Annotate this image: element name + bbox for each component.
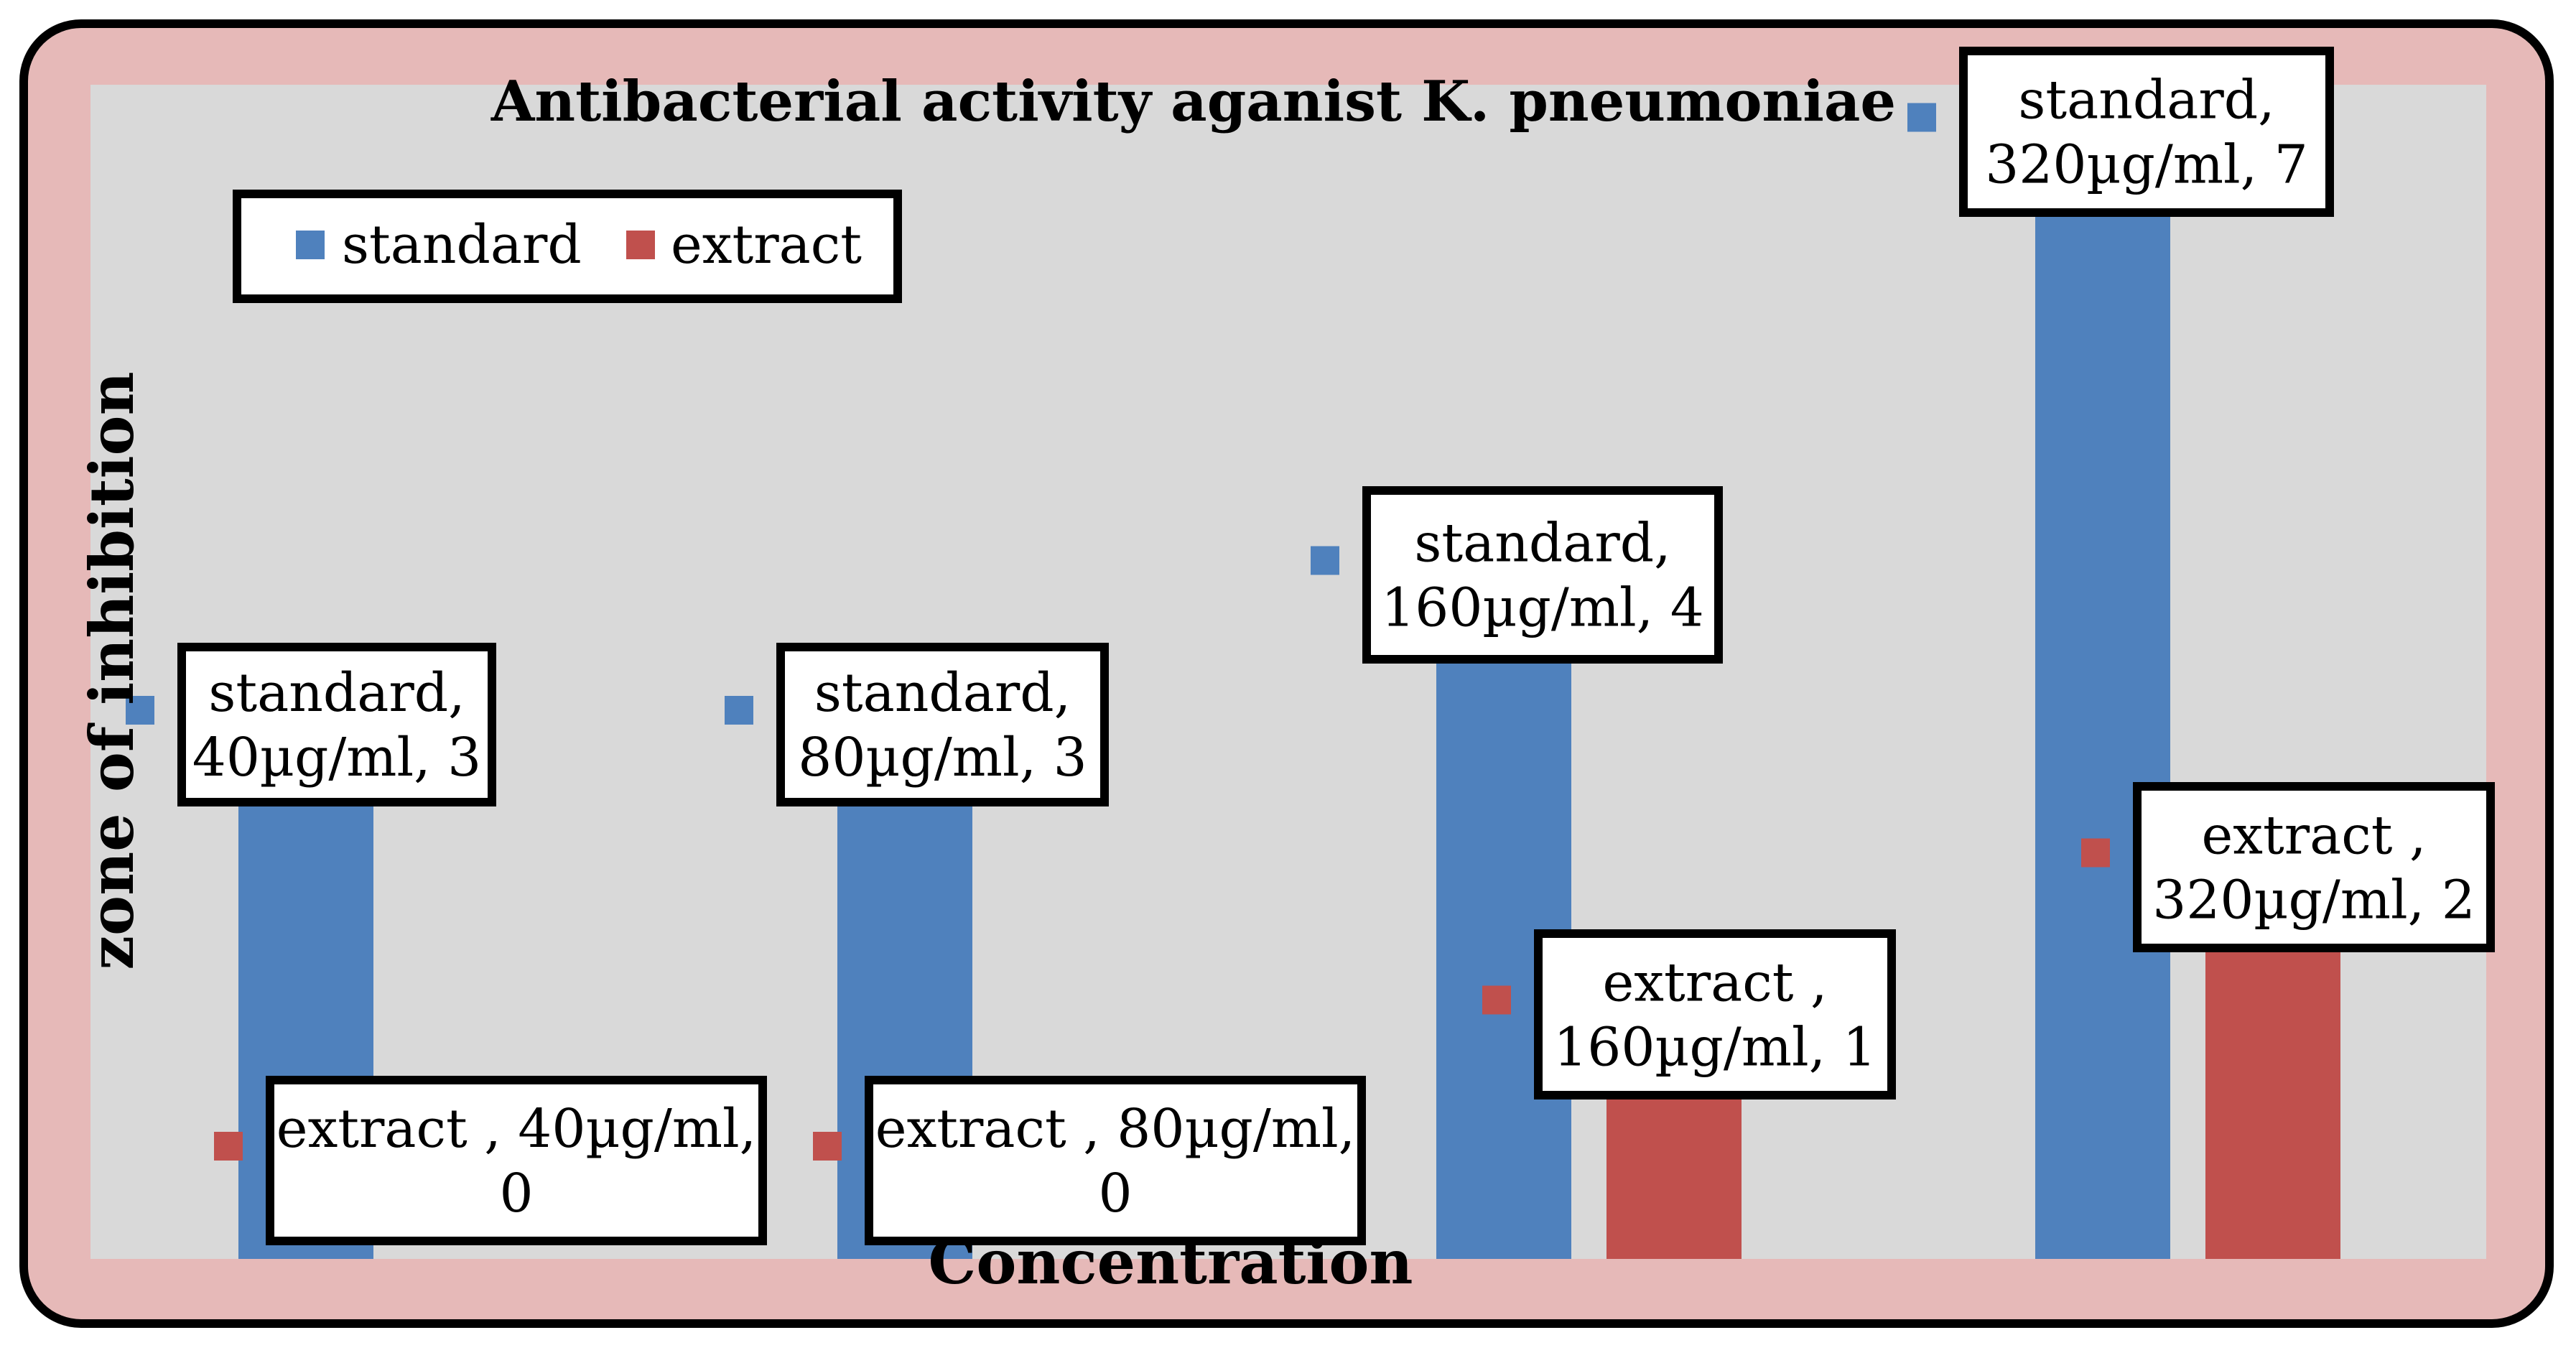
data-label-standard-2: standard,160µg/ml, 4 [1311,486,1723,664]
data-label-marker [1907,103,1936,132]
data-label-marker [2081,838,2110,868]
data-label-box [1362,486,1723,664]
data-label-marker [126,696,154,725]
legend-swatch-standard [296,231,325,259]
data-label-text: 0 [1098,1163,1132,1224]
bar-standard-3 [2035,133,2170,1260]
data-label-box [1534,929,1896,1099]
legend-label-standard: standard [342,214,582,276]
data-label-marker [1311,546,1339,575]
data-label-box [1959,47,2334,217]
data-label-text: extract , [1603,952,1828,1014]
data-label-text: 320µg/ml, 2 [2152,870,2475,931]
legend: standard extract [233,190,902,303]
data-label-extract-3: extract ,320µg/ml, 2 [2081,782,2495,952]
data-label-text: 40µg/ml, 3 [192,727,482,789]
data-label-extract-1: extract , 80µg/ml,0 [813,1076,1366,1245]
data-label-marker [1482,985,1511,1015]
bar-extract-3 [2205,937,2340,1259]
data-label-text: extract , 80µg/ml, [875,1098,1355,1160]
data-label-box [776,643,1109,806]
data-label-standard-1: standard,80µg/ml, 3 [725,643,1109,806]
data-label-text: 0 [499,1163,533,1224]
y-axis-label: zone of inhibition [76,371,147,970]
data-label-text: 80µg/ml, 3 [798,727,1087,789]
legend-swatch-extract [626,231,655,259]
legend-box [233,190,902,303]
data-label-extract-0: extract , 40µg/ml,0 [214,1076,767,1245]
data-label-text: 160µg/ml, 1 [1553,1017,1877,1079]
data-label-box [177,643,496,806]
data-label-box [865,1076,1366,1245]
data-label-box [2133,782,2495,952]
bars-layer [238,133,2340,1260]
data-label-marker [813,1132,842,1161]
data-label-standard-0: standard,40µg/ml, 3 [126,643,496,806]
data-label-text: standard, [1414,513,1670,575]
data-label-text: 320µg/ml, 7 [1985,134,2308,196]
x-axis-label: Concentration [929,1227,1413,1298]
data-label-box [266,1076,767,1245]
data-label-text: standard, [814,662,1071,724]
legend-label-extract: extract [671,214,862,276]
data-label-extract-2: extract ,160µg/ml, 1 [1482,929,1896,1099]
chart-title: Antibacterial activity aganist K. pneumo… [490,69,1896,134]
data-label-standard-3: standard,320µg/ml, 7 [1907,47,2334,217]
data-label-marker [725,696,753,725]
data-label-text: standard, [2018,70,2274,131]
bar-extract-2 [1606,1098,1742,1259]
data-label-text: 160µg/ml, 4 [1381,577,1704,639]
data-label-marker [214,1132,243,1161]
data-label-text: extract , [2202,805,2427,867]
data-label-text: standard, [208,662,465,724]
data-label-text: extract , 40µg/ml, [276,1098,756,1160]
